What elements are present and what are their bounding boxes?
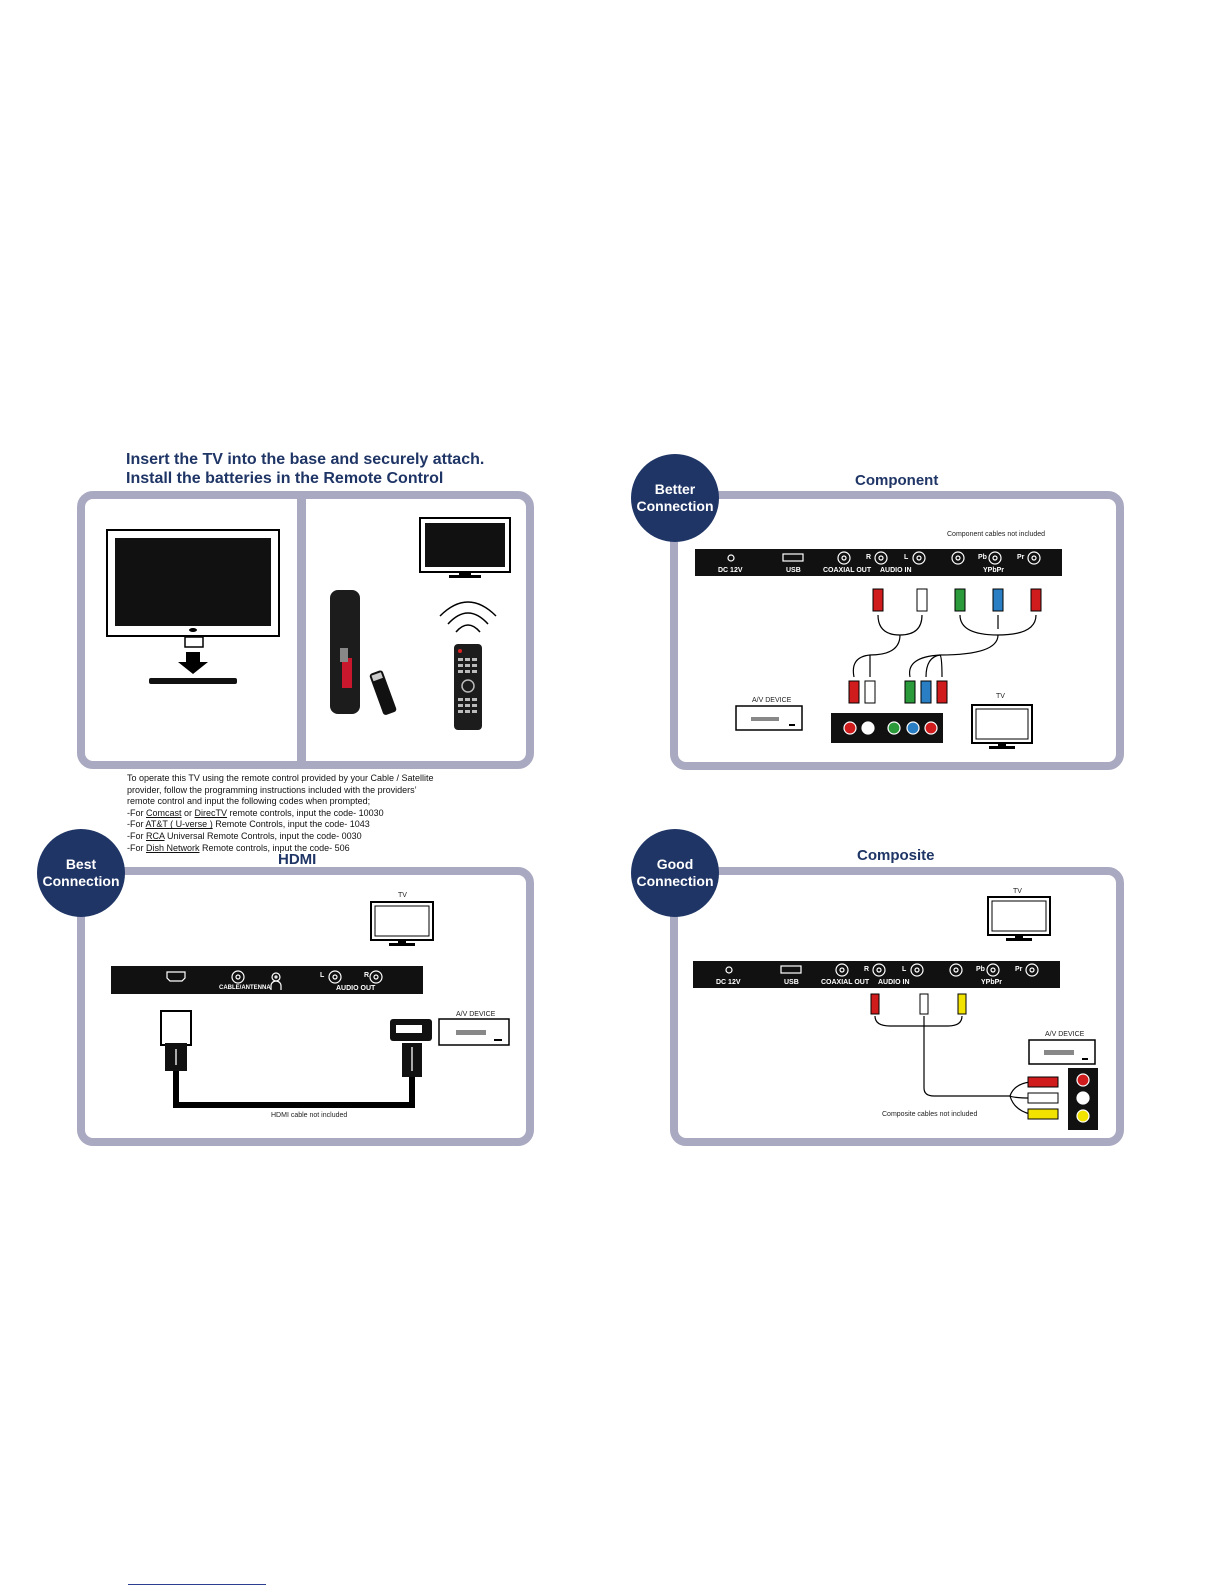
port-r-label: R [866, 554, 872, 561]
setup-panel-divider [297, 495, 306, 765]
hdmi-port-icons [166, 970, 383, 990]
composite-jack-panel [1068, 1068, 1098, 1130]
port-coaxial-label: COAXIAL OUT [823, 567, 872, 574]
composite-av-device [1028, 1039, 1096, 1065]
hdmi-r-label: R [364, 972, 370, 979]
composite-r-label: R [864, 966, 870, 973]
hdmi-cable [160, 1010, 432, 1108]
hdmi-audio-out-label: AUDIO OUT [336, 985, 376, 992]
tv-icon [419, 517, 511, 578]
composite-av-device-label: A/V DEVICE [1045, 1031, 1085, 1038]
hdmi-cable-note: HDMI cable not included [271, 1112, 348, 1119]
composite-cable-note: Composite cables not included [882, 1111, 978, 1118]
composite-usb-label: USB [784, 979, 799, 986]
hdmi-title: HDMI [278, 851, 317, 868]
hdmi-tv [370, 901, 434, 946]
component-cables [848, 588, 1042, 704]
tv-with-base-illustration [106, 529, 280, 684]
port-audio-in-label: AUDIO IN [880, 567, 912, 574]
setup-title-line1: Insert the TV into the base and securely… [126, 451, 485, 468]
port-l-label: L [904, 554, 909, 561]
component-port-strip [695, 549, 1062, 576]
composite-ypbpr-label: YPbPr [981, 979, 1003, 986]
composite-pr-label: Pr [1015, 966, 1023, 973]
composite-pb-label: Pb [976, 966, 985, 973]
remote-code-instructions: To operate this TV using the remote cont… [127, 773, 434, 853]
hdmi-av-device-label: A/V DEVICE [456, 1011, 496, 1018]
component-port-icons [727, 551, 1041, 565]
hdmi-cable-antenna-label: CABLE/ANTENNA [219, 985, 271, 991]
remote-signal-illustration [439, 601, 497, 730]
composite-coaxial-label: COAXIAL OUT [821, 979, 870, 986]
composite-dc-label: DC 12V [716, 979, 741, 986]
composite-port-icons [725, 963, 1039, 977]
composite-audio-in-label: AUDIO IN [878, 979, 910, 986]
component-av-device [735, 705, 803, 731]
component-tv [971, 704, 1033, 749]
port-ypbpr-label: YPbPr [983, 567, 1005, 574]
hdmi-av-device [438, 1018, 510, 1046]
hdmi-l-label: L [320, 972, 325, 979]
composite-title: Composite [857, 847, 935, 864]
component-av-device-label: A/V DEVICE [752, 697, 792, 704]
component-title: Component [855, 472, 939, 489]
composite-cables [870, 993, 1059, 1120]
port-pb-label: Pb [978, 554, 987, 561]
component-cable-note: Component cables not included [947, 531, 1046, 538]
port-pr-label: Pr [1017, 554, 1025, 561]
composite-tv-label: TV [1013, 888, 1022, 895]
component-jack-panel [831, 713, 943, 743]
hdmi-panel [77, 867, 534, 1146]
port-usb-label: USB [786, 567, 801, 574]
composite-l-label: L [902, 966, 907, 973]
port-dc-label: DC 12V [718, 567, 743, 574]
remote-battery-illustration [330, 590, 397, 715]
setup-title-line2: Install the batteries in the Remote Cont… [126, 470, 444, 487]
composite-tv [987, 896, 1051, 941]
hdmi-tv-label: TV [398, 892, 407, 899]
composite-port-strip [693, 961, 1060, 988]
component-tv-label: TV [996, 693, 1005, 700]
